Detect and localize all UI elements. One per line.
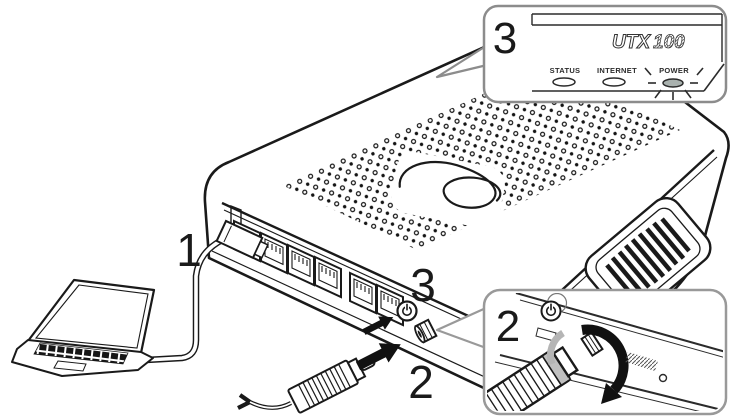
step-label-power-plug: 2	[408, 356, 434, 408]
callout-bottom-number: 2	[496, 302, 520, 351]
power-button-icon	[545, 303, 557, 317]
callout-power-button	[540, 300, 562, 322]
bottom-rim-line	[211, 250, 501, 385]
rotation-arrow	[581, 324, 629, 394]
callout-power-connector: 2	[435, 288, 728, 416]
power-led-label: POWER	[659, 66, 689, 75]
wan-port	[376, 283, 404, 327]
power-cable	[237, 393, 292, 410]
laptop-keyboard	[33, 342, 129, 365]
power-led-rays	[644, 67, 704, 100]
status-led-label: STATUS	[550, 66, 581, 75]
callout-top-panel: 3 UTX 100 STATUS INTERNET POWER	[435, 4, 728, 104]
callout-top-number: 3	[493, 14, 517, 63]
jack-nut	[580, 330, 604, 358]
front-top-edge	[221, 201, 513, 338]
power-led	[662, 78, 684, 88]
callout-bottom-drawing	[487, 293, 723, 411]
lan-port	[314, 255, 342, 299]
power-button	[396, 300, 418, 322]
ethernet-cable	[145, 236, 226, 364]
laptop-trackpad	[53, 360, 87, 372]
panel-screw	[658, 373, 668, 383]
status-led	[552, 77, 576, 87]
power-button-icon	[401, 303, 412, 316]
top-vent-perforation	[282, 66, 680, 250]
side-vent-grille	[584, 196, 712, 320]
led-row: STATUS INTERNET POWER	[550, 66, 704, 100]
brand-prefix: UTX	[612, 32, 651, 53]
laptop-base	[11, 339, 154, 377]
brand-logo-icon	[391, 152, 505, 228]
lan-port	[287, 243, 315, 287]
rotation-arrow-head	[601, 383, 622, 404]
power-jack	[414, 318, 438, 344]
brand-logo: UTX 100	[612, 32, 686, 54]
internet-led	[602, 77, 626, 87]
panel-text-hatch	[625, 352, 658, 371]
panel-drawing	[531, 13, 725, 92]
laptop	[11, 278, 156, 377]
brand-suffix: 100	[653, 32, 685, 53]
internet-led-label: INTERNET	[597, 66, 637, 75]
callout-power-plug	[487, 345, 579, 411]
rotation-arrow-gray	[547, 330, 566, 366]
ethernet-plug	[215, 219, 269, 260]
step-label-ethernet: 1	[176, 224, 202, 276]
step-label-power-button: 3	[410, 259, 436, 311]
